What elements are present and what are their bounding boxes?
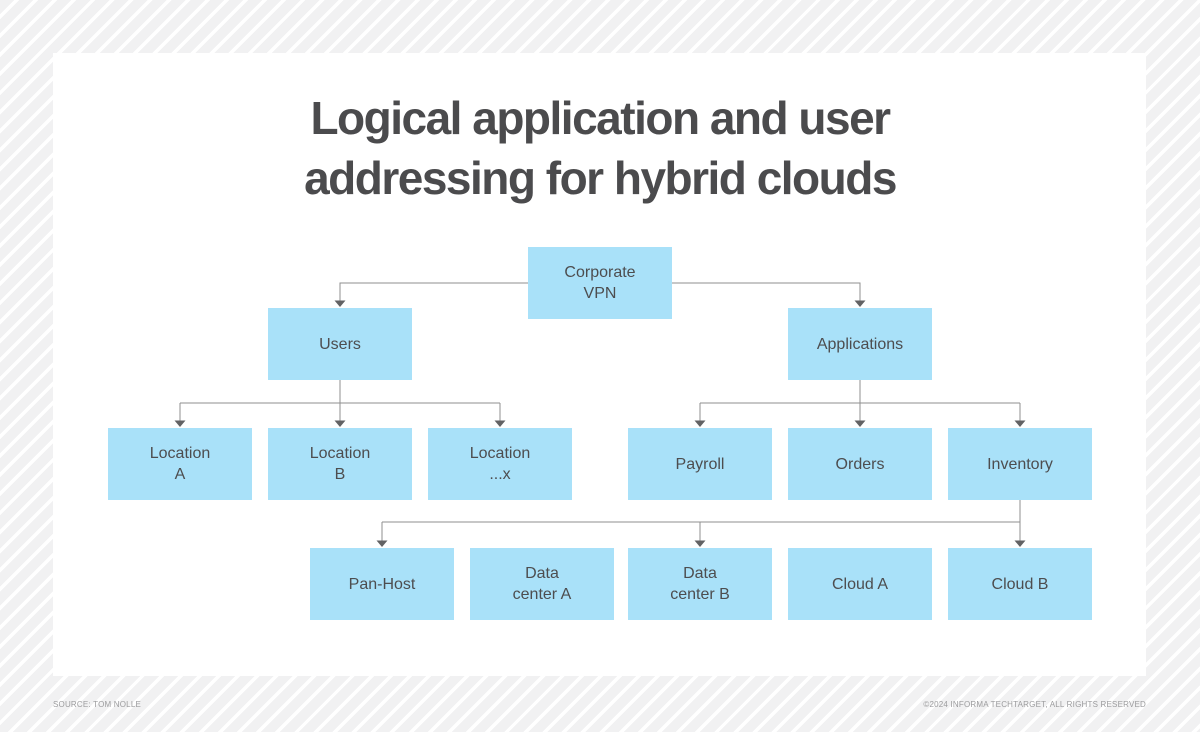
node-location-x: Location ...x [428, 428, 572, 500]
node-location-b: Location B [268, 428, 412, 500]
node-data-center-a: Data center A [470, 548, 614, 620]
node-cloud-a: Cloud A [788, 548, 932, 620]
node-payroll: Payroll [628, 428, 772, 500]
infographic-title: Logical application and user addressing … [304, 92, 897, 204]
node-data-center-b: Data center B [628, 548, 772, 620]
node-users: Users [268, 308, 412, 380]
node-inventory: Inventory [948, 428, 1092, 500]
node-orders: Orders [788, 428, 932, 500]
node-applications: Applications [788, 308, 932, 380]
node-cloud-b: Cloud B [948, 548, 1092, 620]
copyright-notice: ©2024 INFORMA TECHTARGET, ALL RIGHTS RES… [923, 700, 1146, 709]
node-location-a: Location A [108, 428, 252, 500]
source-credit: SOURCE: TOM NOLLE [53, 700, 142, 709]
node-pan-host: Pan-Host [310, 548, 454, 620]
node-corporate-vpn: Corporate VPN [528, 247, 672, 319]
